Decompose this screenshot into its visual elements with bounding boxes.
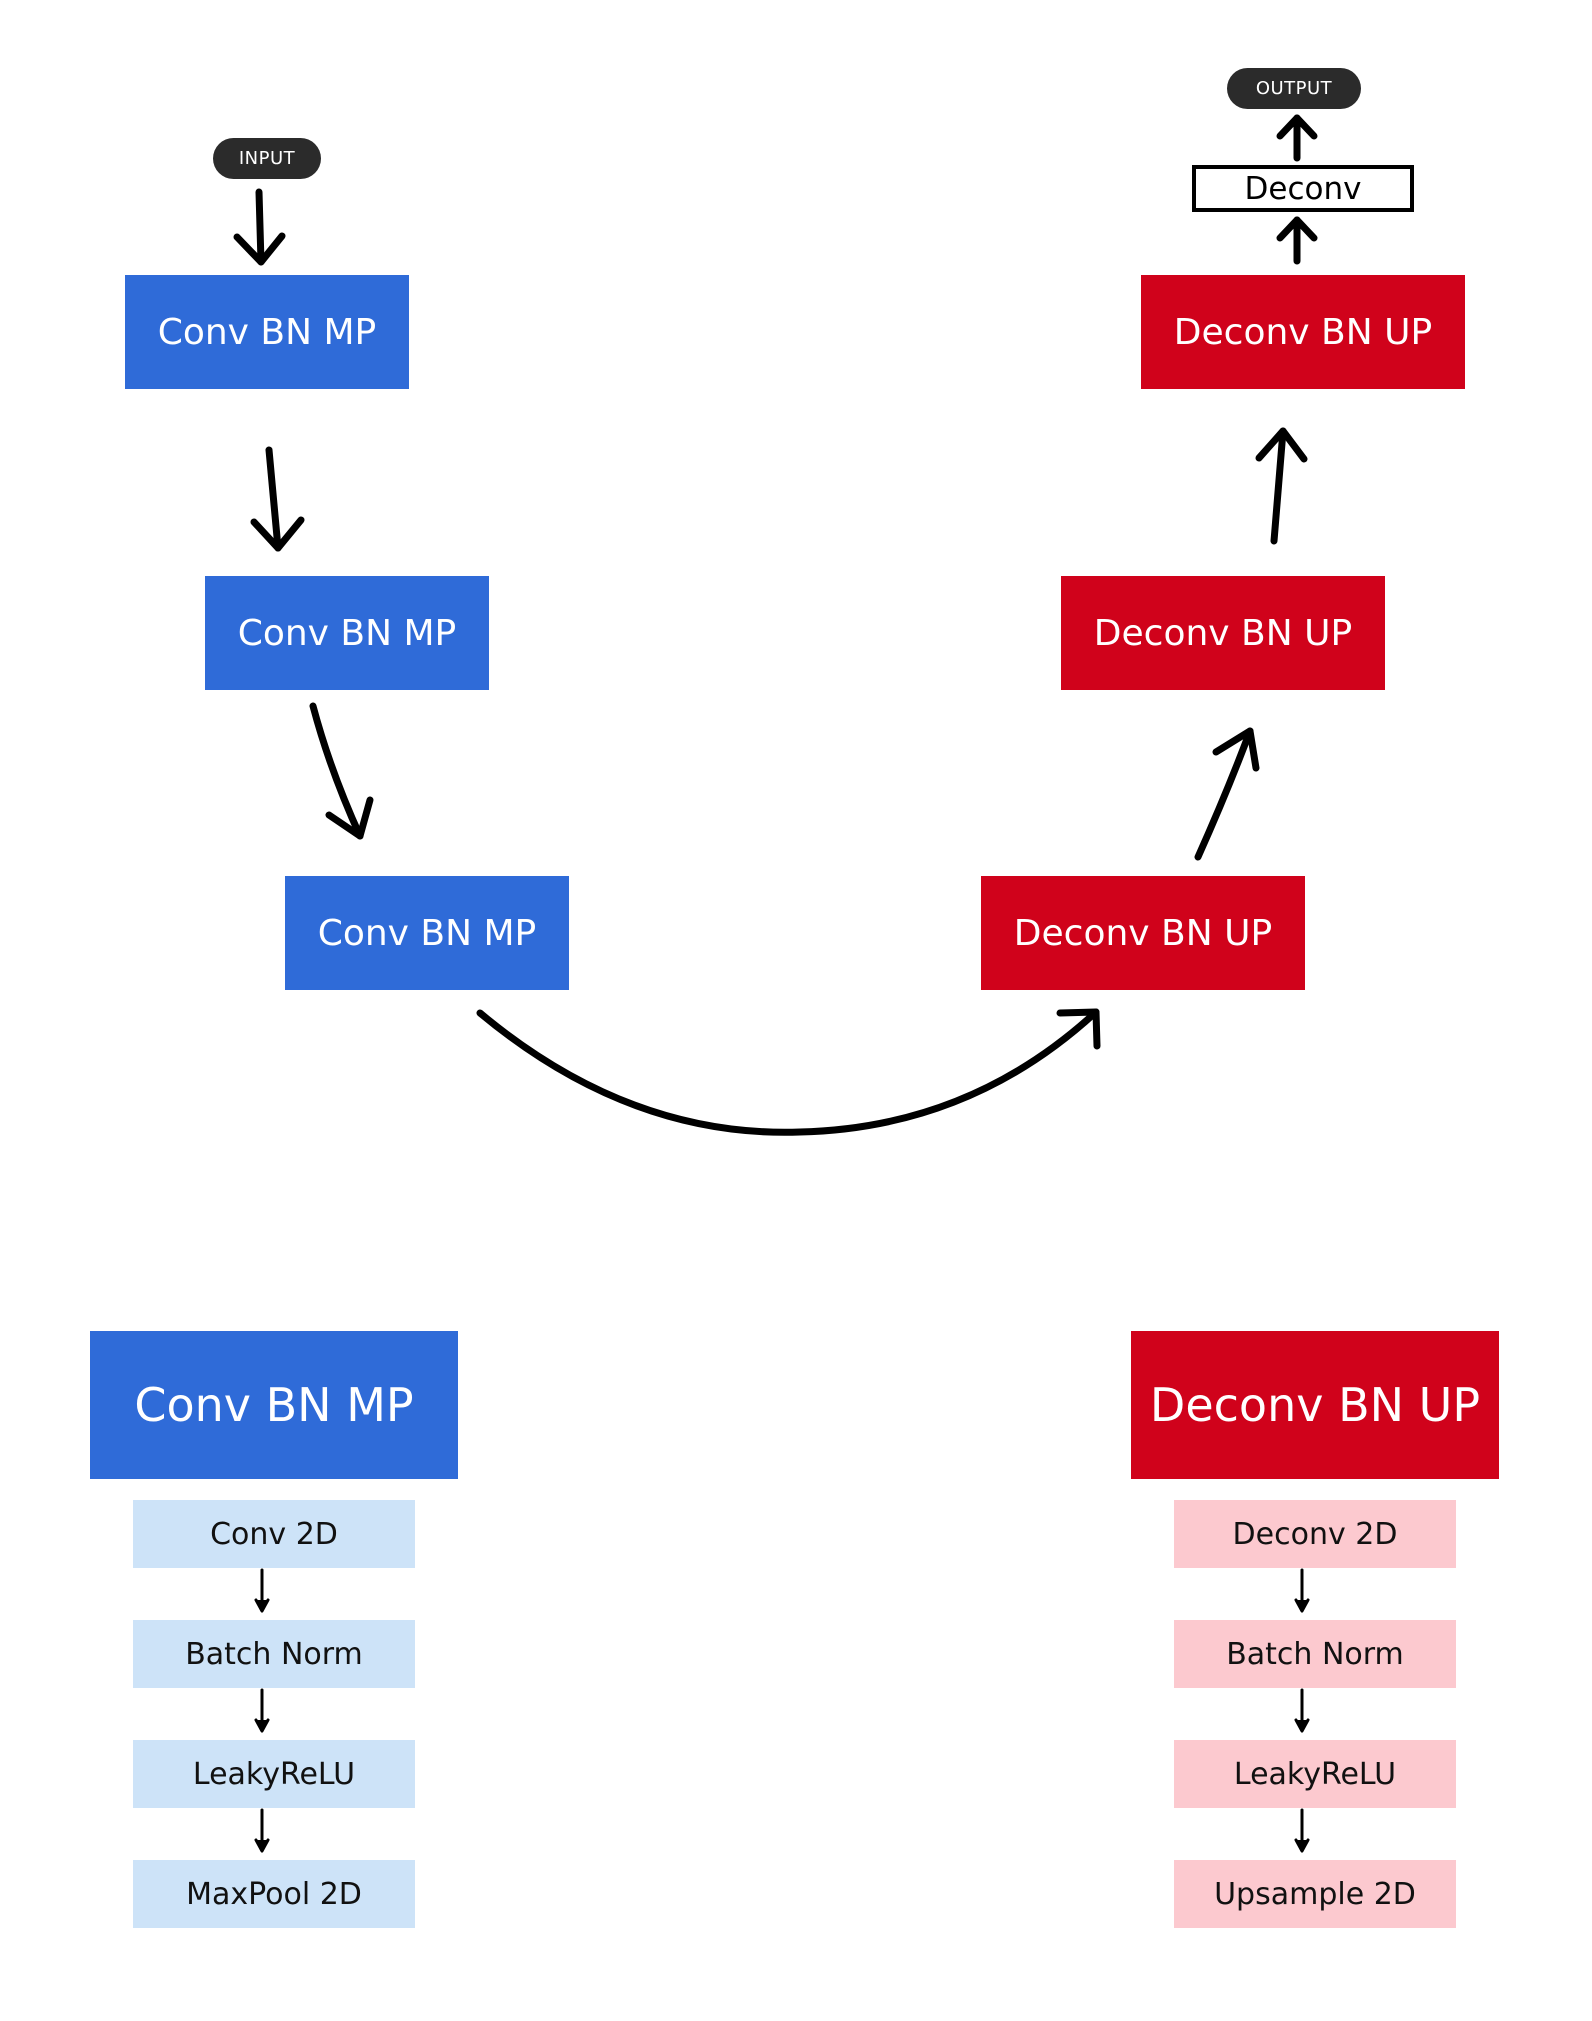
legend-decoder-step-1: Deconv 2D [1174, 1500, 1456, 1568]
final-deconv-box: Deconv [1192, 165, 1414, 212]
arrow-input-to-encoder-1 [233, 188, 286, 266]
arrow-decoder-2-to-1 [1255, 427, 1308, 545]
encoder-block-1: Conv BN MP [125, 275, 409, 389]
legend-decoder-arrows [1294, 1568, 1310, 1853]
arrow-decoder-1-to-deconv [1276, 216, 1318, 265]
decoder-block-2: Deconv BN UP [1061, 576, 1385, 690]
encoder-block-3: Conv BN MP [285, 876, 569, 990]
output-pill: OUTPUT [1227, 68, 1361, 109]
legend-decoder-step-3: LeakyReLU [1174, 1740, 1456, 1808]
legend-decoder-step-2: Batch Norm [1174, 1620, 1456, 1688]
arrow-encoder-2-to-3 [309, 702, 374, 840]
legend-encoder-step-1: Conv 2D [133, 1500, 415, 1568]
legend-encoder-step-2: Batch Norm [133, 1620, 415, 1688]
arrow-decoder-3-to-2 [1194, 727, 1260, 861]
legend-encoder-title: Conv BN MP [90, 1331, 458, 1479]
encoder-block-2: Conv BN MP [205, 576, 489, 690]
legend-encoder-arrows [254, 1568, 270, 1853]
decoder-block-3: Deconv BN UP [981, 876, 1305, 990]
legend-encoder-step-3: LeakyReLU [133, 1740, 415, 1808]
legend-decoder-step-4: Upsample 2D [1174, 1860, 1456, 1928]
arrow-bottleneck-curve [476, 1008, 1101, 1136]
decoder-block-1: Deconv BN UP [1141, 275, 1465, 389]
arrow-encoder-1-to-2 [250, 446, 305, 552]
arrow-deconv-to-output [1276, 114, 1318, 162]
legend-decoder-title: Deconv BN UP [1131, 1331, 1499, 1479]
legend-encoder-step-4: MaxPool 2D [133, 1860, 415, 1928]
input-pill: INPUT [213, 138, 321, 179]
